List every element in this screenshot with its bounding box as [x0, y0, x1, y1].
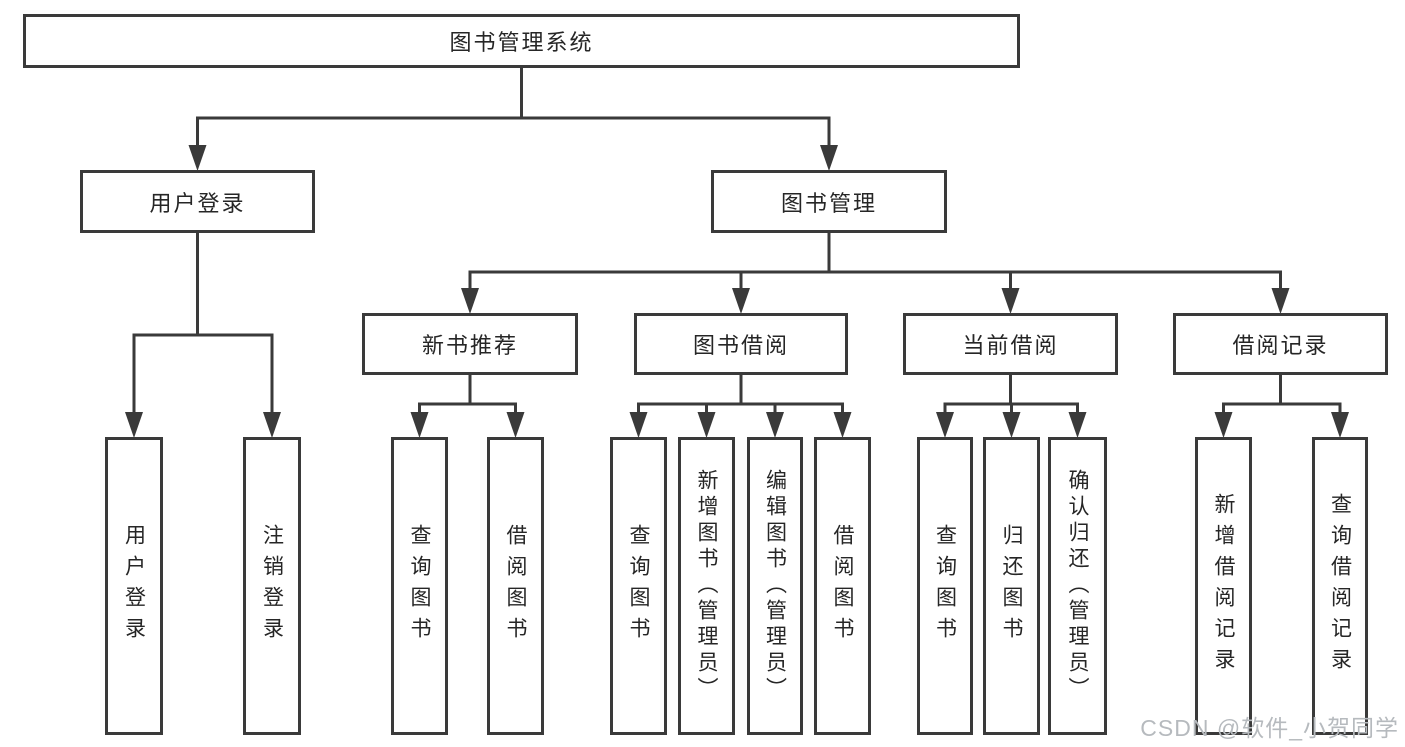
diagram-node-bb-edit-book: 编辑图书（管理员） [747, 437, 803, 735]
node-label-book-mgmt: 图书管理 [780, 190, 877, 216]
node-label-cb-return-book: 归还图书 [1000, 524, 1023, 648]
diagram-node-cb-return-book: 归还图书 [983, 437, 1040, 735]
arrowhead-down-icon [1331, 412, 1349, 438]
diagram-node-cb-query-book: 查询图书 [917, 437, 973, 735]
node-label-leaf-logout: 注销登录 [260, 524, 284, 648]
diagram-node-nb-query-book: 查询图书 [391, 437, 448, 735]
arrowhead-down-icon [1068, 412, 1087, 438]
node-label-borrow-record: 借阅记录 [1232, 333, 1329, 358]
arrowhead-down-icon [125, 412, 143, 438]
node-label-bb-add-book: 新增图书（管理员） [695, 469, 718, 703]
diagram-node-current-borrow: 当前借阅 [903, 313, 1118, 375]
node-label-new-book-recommend: 新书推荐 [421, 333, 518, 358]
arrowhead-down-icon [629, 412, 648, 438]
arrowhead-down-icon [766, 412, 784, 438]
arrowhead-down-icon [936, 412, 954, 438]
watermark-text: CSDN @软件_小贺同学 [1140, 715, 1399, 741]
diagram-node-cb-confirm-return: 确认归还（管理员） [1048, 437, 1107, 735]
diagram-node-leaf-logout: 注销登录 [243, 437, 301, 735]
node-label-nb-borrow-book: 借阅图书 [504, 524, 527, 648]
node-label-br-query-record: 查询借阅记录 [1328, 493, 1352, 679]
arrowhead-down-icon [820, 145, 838, 171]
arrowhead-down-icon [1001, 288, 1020, 314]
node-label-nb-query-book: 查询图书 [408, 524, 431, 648]
node-label-current-borrow: 当前借阅 [962, 333, 1059, 358]
diagram-node-bb-query-book: 查询图书 [610, 437, 667, 735]
diagram-node-nb-borrow-book: 借阅图书 [487, 437, 544, 735]
diagram-node-br-add-record: 新增借阅记录 [1195, 437, 1252, 735]
arrowhead-down-icon [697, 412, 716, 438]
node-label-bb-query-book: 查询图书 [627, 524, 650, 648]
node-label-bb-borrow-book: 借阅图书 [831, 524, 854, 648]
arrowhead-down-icon [732, 288, 750, 314]
diagram-node-borrow-record: 借阅记录 [1173, 313, 1388, 375]
arrowhead-down-icon [1214, 412, 1233, 438]
arrowhead-down-icon [410, 412, 429, 438]
diagram-node-br-query-record: 查询借阅记录 [1312, 437, 1368, 735]
arrowhead-down-icon [506, 412, 525, 438]
node-label-leaf-user-login: 用户登录 [122, 524, 146, 648]
diagram-node-new-book-recommend: 新书推荐 [362, 313, 578, 375]
node-label-br-add-record: 新增借阅记录 [1212, 493, 1235, 679]
node-label-user-login: 用户登录 [149, 190, 246, 216]
diagram-node-leaf-user-login: 用户登录 [105, 437, 163, 735]
node-label-cb-confirm-return: 确认归还（管理员） [1066, 469, 1089, 703]
arrowhead-down-icon [1271, 288, 1290, 314]
arrowhead-down-icon [833, 412, 852, 438]
diagram-node-bb-borrow-book: 借阅图书 [814, 437, 871, 735]
node-label-cb-query-book: 查询图书 [933, 524, 957, 648]
diagram-node-system-root: 图书管理系统 [23, 14, 1020, 68]
arrowhead-down-icon [188, 145, 207, 171]
node-label-bb-edit-book: 编辑图书（管理员） [763, 469, 787, 703]
arrowhead-down-icon [461, 288, 479, 314]
arrowhead-down-icon [1002, 412, 1021, 438]
diagram-node-user-login: 用户登录 [80, 170, 315, 233]
arrowhead-down-icon [263, 412, 281, 438]
diagram-node-book-borrow: 图书借阅 [634, 313, 848, 375]
diagram-node-book-mgmt: 图书管理 [711, 170, 947, 233]
node-label-book-borrow: 图书借阅 [692, 333, 789, 358]
node-label-system-root: 图书管理系统 [449, 30, 594, 55]
diagram-node-bb-add-book: 新增图书（管理员） [678, 437, 735, 735]
